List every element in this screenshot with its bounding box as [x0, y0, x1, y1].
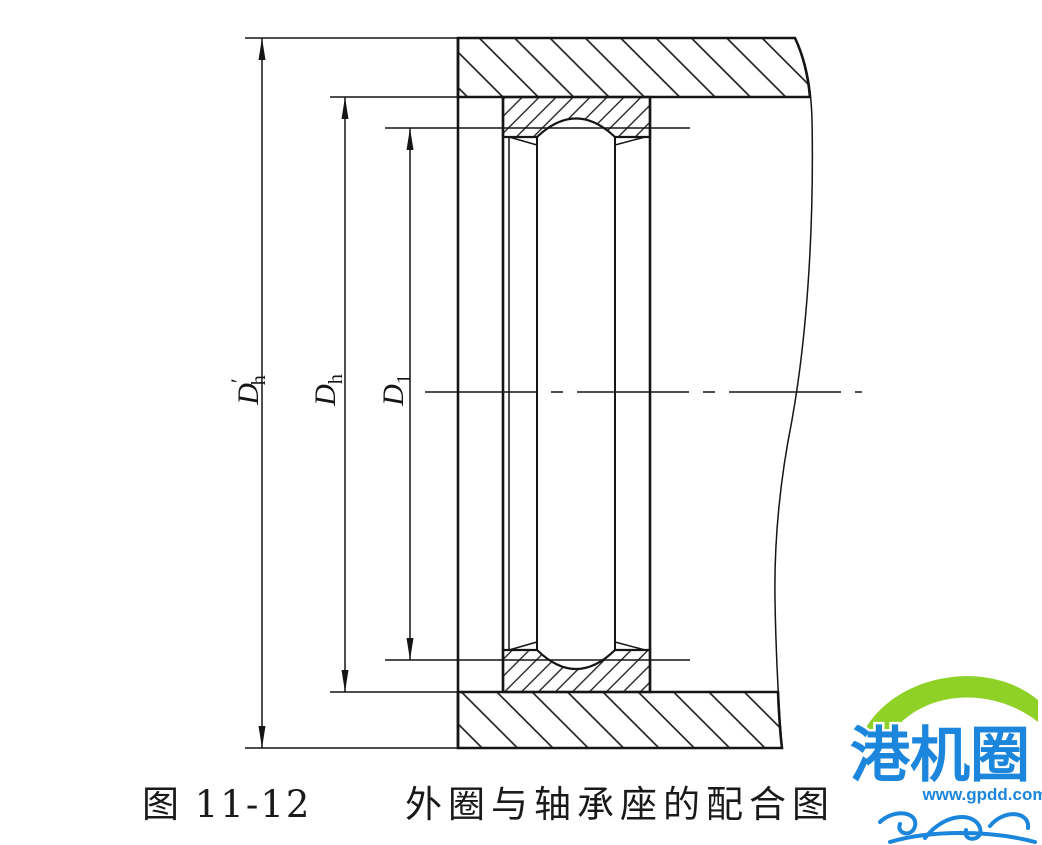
label-raceway-sub: 1: [393, 374, 415, 384]
label-ring-outer-base: D: [309, 384, 342, 407]
label-housing-prime: ′: [226, 378, 251, 383]
outer-ring-section-bottom: [501, 648, 652, 694]
logo-wave-swirl-right: [988, 812, 1031, 830]
housing-section-top: [456, 36, 812, 99]
logo-wave-swirl-left: [878, 811, 918, 836]
logo-wave-base: [888, 831, 1037, 844]
label-raceway-base: D: [377, 384, 410, 407]
logo-wave-icon: [878, 811, 1037, 844]
chamfer-line-top-left: [508, 136, 538, 146]
label-housing-base: D: [232, 383, 265, 406]
logo-url-text: www.gpdd.com: [922, 785, 1042, 804]
logo-wave-swirl-mid: [923, 815, 983, 841]
dimension-labels: D′h Dh D1: [226, 374, 415, 407]
label-ring-outer-sub: h: [325, 374, 347, 384]
housing-section-bottom: [456, 690, 784, 750]
figure-caption: 图 11-12 外圈与轴承座的配合图: [142, 783, 835, 826]
bearing-outer-ring: [501, 95, 652, 694]
logo-green-arc: [862, 676, 1038, 742]
watermark-logo: 港机圈 www.gpdd.com: [848, 676, 1042, 844]
dimension-lines: [258, 38, 414, 748]
housing-break-line: [774, 37, 814, 749]
label-raceway-dimension: D1: [377, 374, 415, 407]
label-ring-outer-dimension: Dh: [309, 374, 347, 407]
label-housing-sub: h: [248, 375, 270, 385]
chamfer-line-top-right: [614, 136, 646, 146]
chamfer-line-bottom-right: [614, 641, 646, 651]
outer-ring-section-top: [501, 95, 652, 139]
caption-number: 图 11-12: [142, 783, 311, 826]
chamfer-line-bottom-left: [508, 641, 538, 651]
logo-brand-text: 港机圈: [850, 721, 1030, 791]
caption-title: 外圈与轴承座的配合图: [405, 783, 835, 826]
label-housing-dimension: D′h: [226, 375, 270, 405]
bearing-housing: [456, 36, 814, 750]
